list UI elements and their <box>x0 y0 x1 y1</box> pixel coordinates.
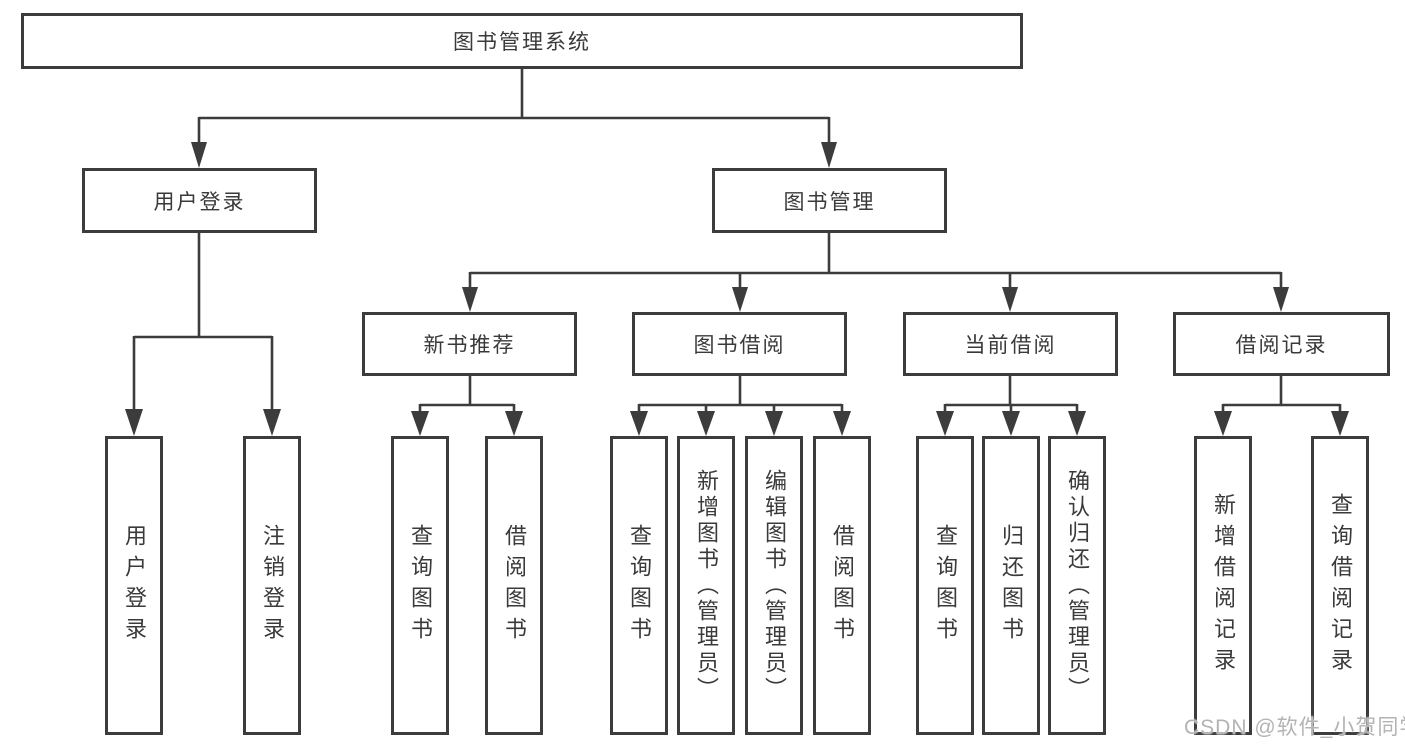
node-book-borrow: 图书借阅 <box>632 312 847 376</box>
leaf-query-borrow-record: 查询借阅记录 <box>1311 436 1369 735</box>
node-book-management: 图书管理 <box>712 168 947 233</box>
leaf-return-book: 归还图书 <box>982 436 1040 735</box>
arrowhead <box>1214 411 1232 436</box>
arrowhead <box>1331 411 1349 436</box>
node-label: 当前借阅 <box>964 334 1057 357</box>
node-label: 新增图书（管理员） <box>694 468 719 703</box>
arrowhead <box>505 411 523 436</box>
node-label: 查询借阅记录 <box>1328 492 1353 679</box>
leaf-borrow-book-1: 借阅图书 <box>485 436 543 735</box>
leaf-user-login: 用户登录 <box>105 436 163 735</box>
connector-userlogin-branch <box>132 233 274 412</box>
node-label: 借阅图书 <box>830 523 855 648</box>
node-current-borrow: 当前借阅 <box>903 312 1118 376</box>
leaf-borrow-book-2: 借阅图书 <box>813 436 871 735</box>
leaf-add-book-admin: 新增图书（管理员） <box>677 436 735 735</box>
arrowhead <box>765 411 783 436</box>
node-new-book-recommend: 新书推荐 <box>362 312 577 376</box>
node-label: 借阅记录 <box>1235 334 1328 357</box>
node-label: 确认归还（管理员） <box>1065 468 1090 703</box>
node-borrow-record: 借阅记录 <box>1173 312 1390 376</box>
node-label: 借阅图书 <box>502 523 527 648</box>
arrowhead <box>630 411 648 436</box>
leaf-add-borrow-record: 新增借阅记录 <box>1194 436 1252 735</box>
arrowhead <box>1273 287 1289 312</box>
arrowhead <box>191 142 207 168</box>
arrowhead <box>936 411 954 436</box>
node-label: 图书管理系统 <box>453 31 591 54</box>
csdn-watermark: CSDN @软件_小贺同学 <box>1184 716 1405 739</box>
node-user-login-group: 用户登录 <box>82 168 317 233</box>
node-label: 图书管理 <box>783 190 876 214</box>
connector-root-trunk <box>197 69 831 145</box>
node-label: 新增借阅记录 <box>1211 492 1236 679</box>
node-label: 查询图书 <box>408 523 433 648</box>
node-label: 编辑图书（管理员） <box>762 468 787 703</box>
leaf-query-book-2: 查询图书 <box>610 436 668 735</box>
arrowhead <box>1002 411 1020 436</box>
node-label: 归还图书 <box>999 523 1024 648</box>
node-label: 用户登录 <box>122 523 147 648</box>
arrowhead <box>1002 287 1018 312</box>
leaf-query-book-3: 查询图书 <box>916 436 974 735</box>
arrowhead <box>263 409 281 436</box>
connector-borrow-split <box>637 376 844 414</box>
arrowhead <box>833 411 851 436</box>
arrowhead <box>125 409 143 436</box>
connector-bookmgmt-branch <box>468 233 1283 290</box>
leaf-confirm-return-admin: 确认归还（管理员） <box>1048 436 1106 735</box>
node-label: 新书推荐 <box>423 334 516 357</box>
arrowhead <box>697 411 715 436</box>
arrowhead <box>1068 411 1086 436</box>
node-label: 注销登录 <box>260 523 285 648</box>
connector-record-split <box>1221 376 1342 414</box>
leaf-edit-book-admin: 编辑图书（管理员） <box>745 436 803 735</box>
arrowhead <box>411 411 429 436</box>
node-system-root: 图书管理系统 <box>21 13 1023 69</box>
arrowhead <box>821 142 837 168</box>
node-label: 用户登录 <box>153 190 246 214</box>
connector-current-split <box>943 376 1079 414</box>
leaf-logout: 注销登录 <box>243 436 301 735</box>
node-label: 图书借阅 <box>693 334 786 357</box>
leaf-query-book-1: 查询图书 <box>391 436 449 735</box>
node-label: 查询图书 <box>933 523 958 648</box>
arrowhead <box>732 287 748 312</box>
node-label: 查询图书 <box>627 523 652 648</box>
connector-newbook-split <box>418 376 516 414</box>
arrowheads <box>125 142 1349 436</box>
arrowhead <box>462 287 478 312</box>
